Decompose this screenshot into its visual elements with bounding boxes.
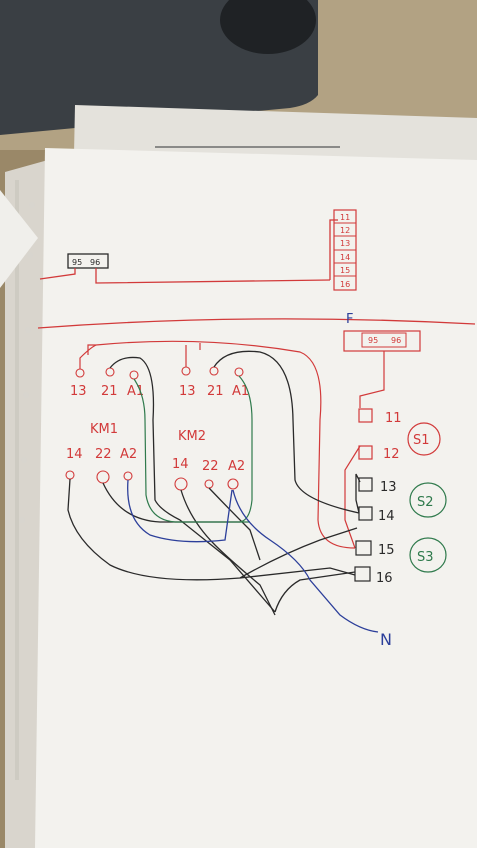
- green-wiring: [133, 375, 253, 523]
- km1-bottom-a2: A2: [120, 447, 137, 462]
- km2-bottom-14: 14: [172, 457, 189, 472]
- neutral-label: N: [380, 630, 392, 649]
- km2-top-21: 21: [207, 384, 224, 399]
- km1-bottom-terminals: 14 22 A2: [66, 447, 137, 462]
- switch-s2: S2: [409, 482, 447, 518]
- strip-label-11: 11: [340, 213, 350, 222]
- red-supply-wiring: [79, 340, 385, 549]
- strip-label-14: 14: [340, 253, 350, 262]
- top-relay-label-96: 96: [90, 258, 100, 267]
- km2-name: KM2: [178, 429, 206, 444]
- top-relay-box: 95 96: [67, 253, 109, 269]
- switch-s1: S1: [407, 422, 441, 456]
- km1-top-21: 21: [101, 384, 118, 399]
- km2-bottom-a2: A2: [228, 459, 245, 474]
- black-wiring: [67, 350, 361, 616]
- overload-relay-name: F: [346, 312, 353, 327]
- strip-label-15: 15: [340, 266, 350, 275]
- switch-s3-label: S3: [417, 550, 434, 565]
- relay-f-label-95: 95: [368, 336, 378, 345]
- blue-wiring: [127, 479, 379, 633]
- km2-top-13: 13: [179, 384, 196, 399]
- main-paper: [35, 148, 477, 848]
- top-relay-label-95: 95: [72, 258, 82, 267]
- km1-top-a1: A1: [127, 384, 144, 399]
- terminal-15: 15: [378, 543, 395, 558]
- switch-s3: S3: [409, 537, 447, 573]
- km1-top-terminals: 13 21 A1: [70, 384, 144, 399]
- switch-s1-label: S1: [413, 433, 430, 448]
- km1-top-13: 13: [70, 384, 87, 399]
- km1-name: KM1: [90, 422, 118, 437]
- km1-bottom-22: 22: [95, 447, 112, 462]
- top-red-wiring: [39, 219, 338, 284]
- km1-bottom-14: 14: [66, 447, 83, 462]
- overload-relay-f: F 95 96: [343, 312, 421, 352]
- switch-s2-label: S2: [417, 495, 434, 510]
- strip-label-12: 12: [340, 226, 350, 235]
- km2-bottom-22: 22: [202, 459, 219, 474]
- km2-top-a1: A1: [232, 384, 249, 399]
- terminal-12: 12: [383, 447, 400, 462]
- strip-label-13: 13: [340, 239, 350, 248]
- red-divider-line: [37, 318, 476, 329]
- km2-top-terminals: 13 21 A1: [179, 384, 249, 399]
- terminal-13: 13: [380, 480, 397, 495]
- terminal-14: 14: [378, 509, 395, 524]
- punch-holes: [19, 202, 35, 523]
- terminal-16: 16: [376, 571, 393, 586]
- km2-bottom-terminals: 14 22 A2: [172, 457, 245, 474]
- computer-mouse: [220, 0, 316, 54]
- top-terminal-strip: 11 12 13 14 15 16: [333, 209, 357, 291]
- strip-label-16: 16: [340, 280, 350, 289]
- terminal-11: 11: [385, 411, 402, 426]
- relay-f-label-96: 96: [391, 336, 401, 345]
- terminal-blocks: 11 12 13 14 15 16: [354, 408, 402, 586]
